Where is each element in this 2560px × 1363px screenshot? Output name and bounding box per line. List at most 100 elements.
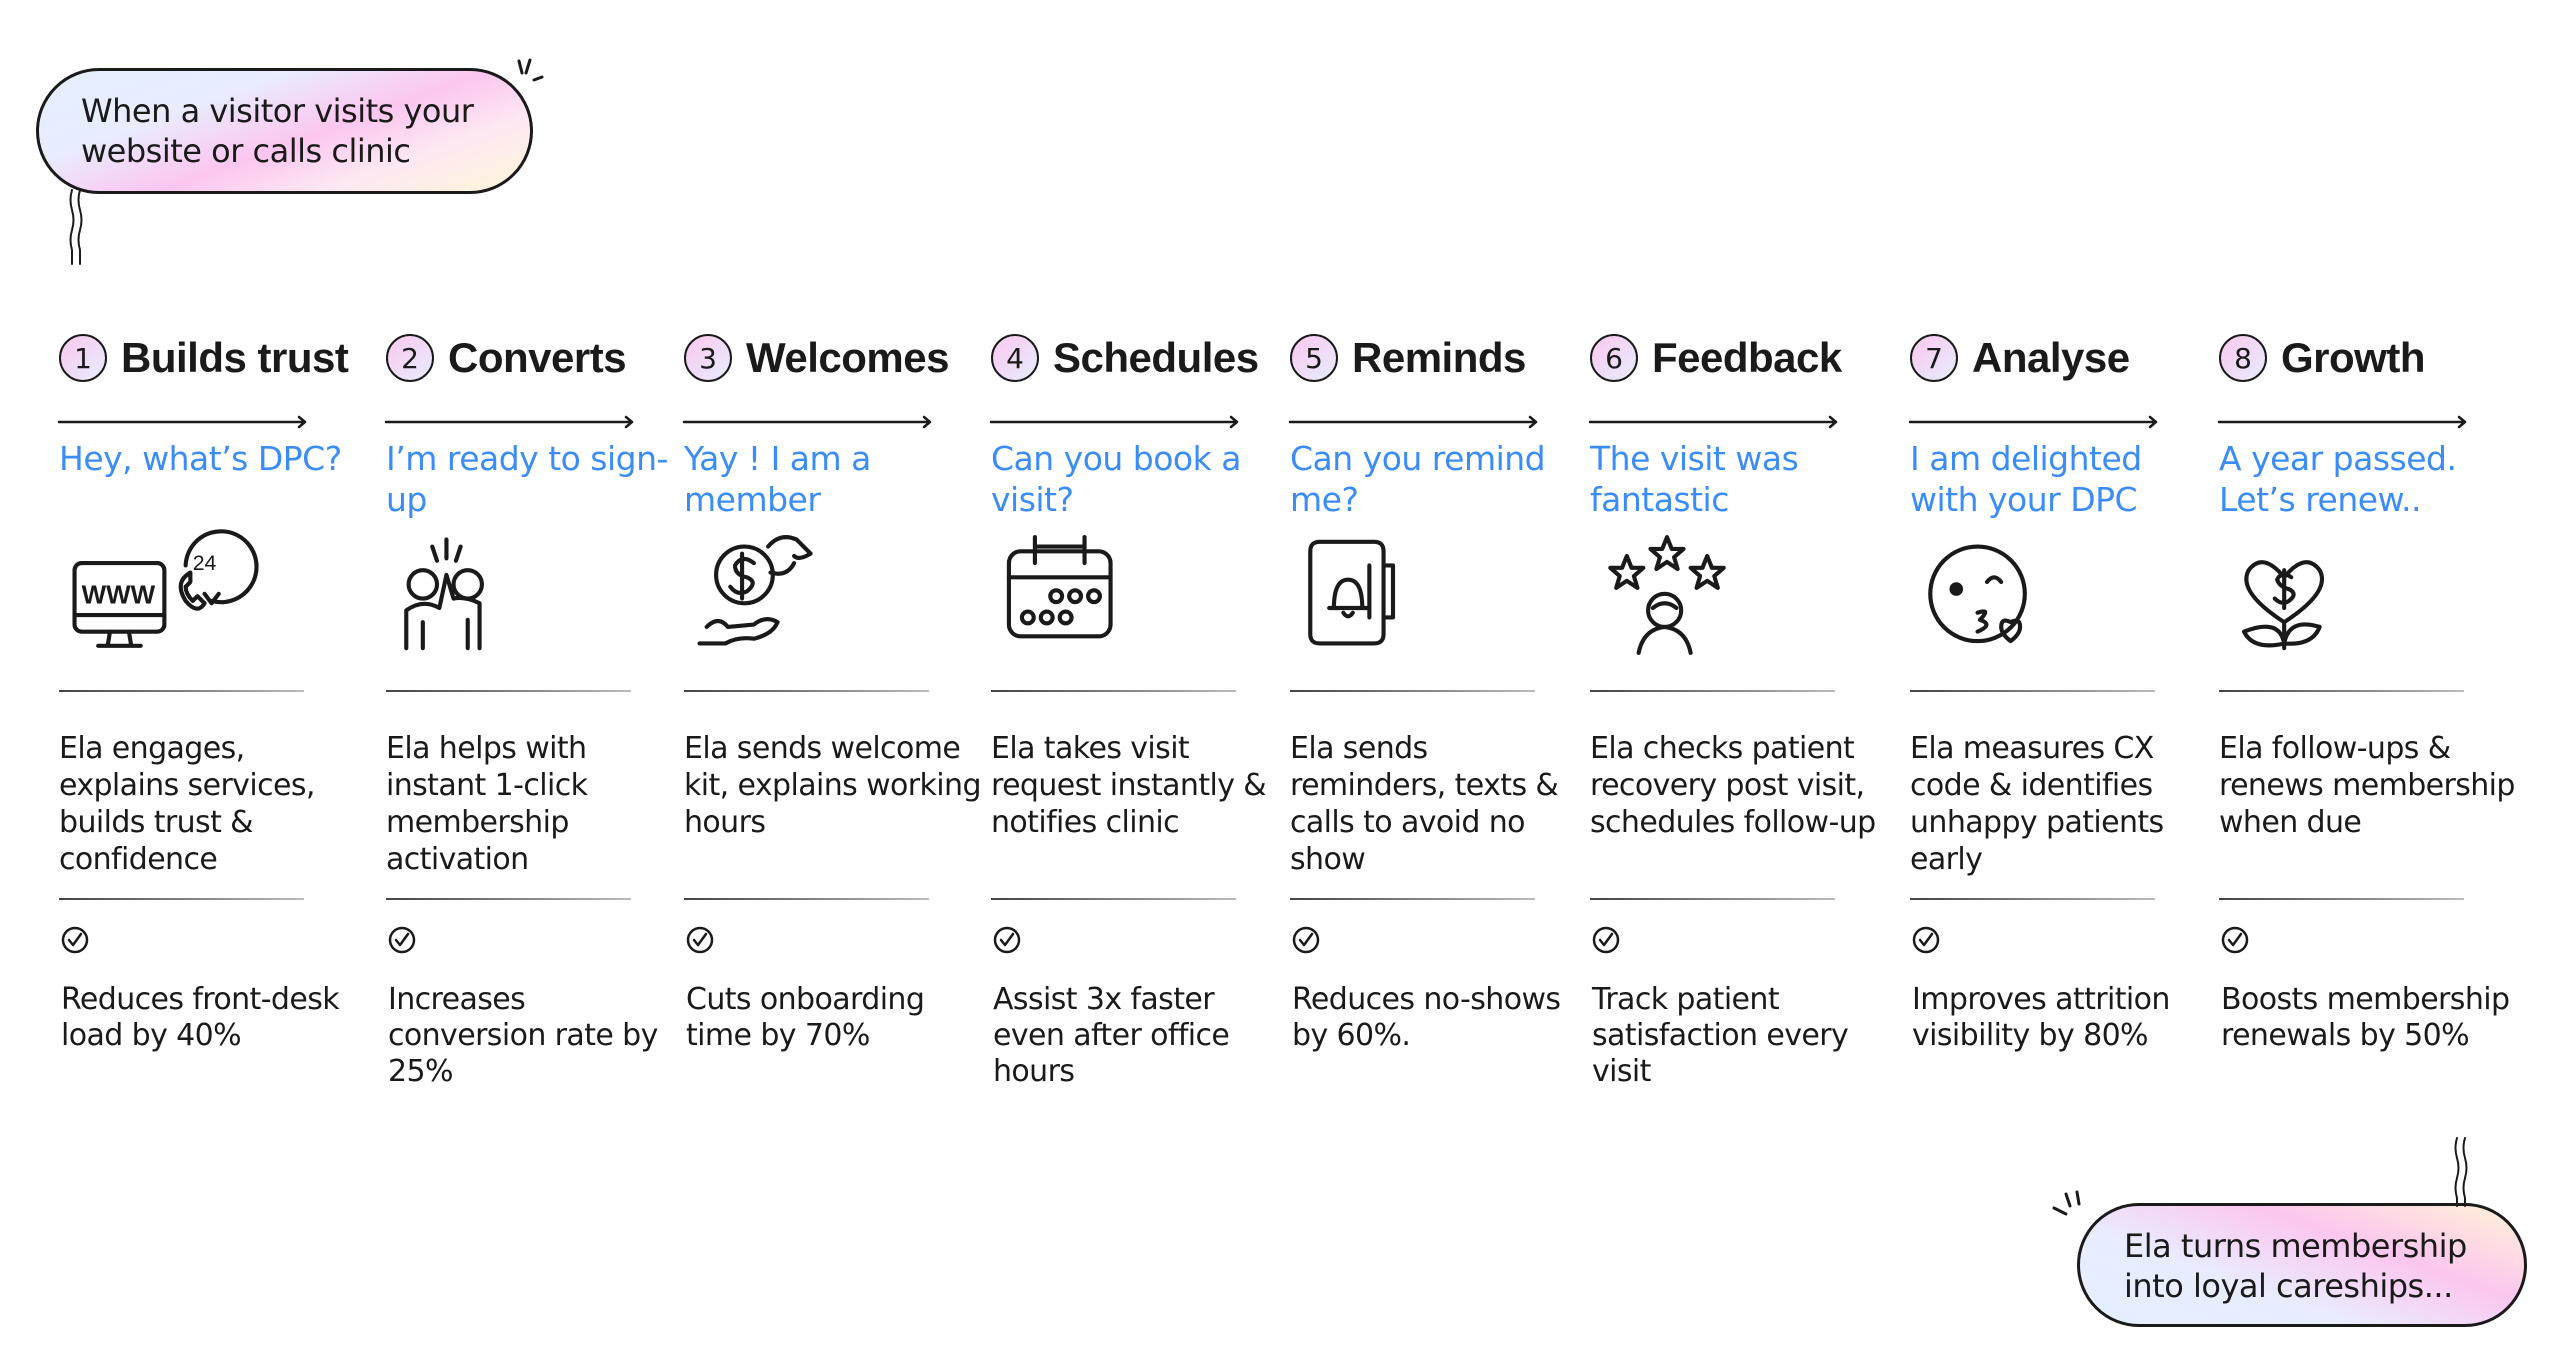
patient-question: Can you book a visit? xyxy=(991,439,1241,519)
step-header: 8 Growth xyxy=(2219,330,2519,386)
svg-text:24: 24 xyxy=(193,551,217,575)
intro-line-2: website or calls clinic xyxy=(81,132,411,170)
divider xyxy=(1290,898,1535,900)
check-circle-icon xyxy=(993,926,1021,954)
arrow-right-icon xyxy=(1288,415,1538,429)
step-description: Ela checks patient recovery post visit, … xyxy=(1590,731,1876,840)
high-five-icon xyxy=(386,530,566,660)
step-benefit: Improves attrition visibility by 80% xyxy=(1912,982,2170,1053)
check-circle-icon xyxy=(1912,926,1940,954)
arrow-right-icon xyxy=(384,415,634,429)
step-header: 4 Schedules xyxy=(991,330,1291,386)
divider xyxy=(1590,898,1835,900)
divider xyxy=(2219,898,2464,900)
arrow-right-icon xyxy=(2217,415,2467,429)
arrow-right-icon xyxy=(1908,415,2158,429)
step-description: Ela sends reminders, texts & calls to av… xyxy=(1290,731,1559,877)
step-number-badge: 4 xyxy=(991,334,1039,382)
journey-step-4: 4 Schedules Can you book a visit? Ela ta… xyxy=(989,330,1291,1089)
step-description: Ela follow-ups & renews membership when … xyxy=(2219,731,2515,840)
step-title: Feedback xyxy=(1652,334,1842,381)
divider xyxy=(59,690,304,692)
patient-question: Yay ! I am a member xyxy=(684,439,871,519)
step-number-badge: 8 xyxy=(2219,334,2267,382)
bell-watch-icon xyxy=(1308,539,1396,646)
arrow-right-icon xyxy=(989,415,1239,429)
check-circle-icon xyxy=(686,926,714,954)
sparkle-icon xyxy=(517,58,544,82)
step-number: 7 xyxy=(1925,341,1943,375)
arrow-right-icon xyxy=(682,415,932,429)
step-number-badge: 5 xyxy=(1290,334,1338,382)
outro-line-1: Ela turns membership xyxy=(2124,1227,2467,1265)
divider xyxy=(991,690,1236,692)
step-description: Ela takes visit request instantly & noti… xyxy=(991,731,1267,840)
kiss-face-icon xyxy=(1910,530,2090,660)
step-header: 3 Welcomes xyxy=(684,330,984,386)
svg-text:WWW: WWW xyxy=(82,579,156,609)
step-benefit: Assist 3x faster even after office hours xyxy=(993,982,1230,1089)
step-description: Ela engages, explains services, builds t… xyxy=(59,731,315,877)
step-benefit: Cuts onboarding time by 70% xyxy=(686,982,925,1053)
journey-step-2: 2 Converts I’m ready to sign-up Ela help… xyxy=(384,330,686,1089)
bubble-string-icon xyxy=(69,189,83,265)
stars-person-icon xyxy=(1590,530,1770,660)
step-benefit: Boosts membership renewals by 50% xyxy=(2221,982,2510,1053)
high-five-icon xyxy=(404,537,484,651)
journey-step-6: 6 Feedback The visit was fantastic Ela c… xyxy=(1588,330,1890,1089)
step-number: 4 xyxy=(1006,341,1024,375)
journey-step-5: 5 Reminds Can you remind me? Ela sends r… xyxy=(1288,330,1590,1053)
step-header: 1 Builds trust xyxy=(59,330,359,386)
arrow-right-icon xyxy=(1588,415,1838,429)
divider xyxy=(1910,898,2155,900)
heart-money-plant-icon xyxy=(2241,560,2325,651)
kiss-face-icon xyxy=(1928,544,2027,644)
step-benefit: Track patient satisfaction every visit xyxy=(1592,982,1849,1089)
patient-question: A year passed. Let’s renew.. xyxy=(2219,439,2457,519)
journey-step-7: 7 Analyse I am delighted with your DPC E… xyxy=(1908,330,2210,1053)
divider xyxy=(684,690,929,692)
stars-person-icon xyxy=(1608,535,1726,655)
sparkle-icon xyxy=(2052,1190,2081,1216)
step-number: 2 xyxy=(401,341,419,375)
step-header: 2 Converts xyxy=(386,330,686,386)
step-number: 8 xyxy=(2234,341,2252,375)
intro-speech-bubble: When a visitor visits your website or ca… xyxy=(36,68,533,194)
step-benefit: Increases conversion rate by 25% xyxy=(388,982,658,1089)
step-title: Reminds xyxy=(1352,334,1526,381)
step-number-badge: 6 xyxy=(1590,334,1638,382)
step-title: Welcomes xyxy=(746,334,950,381)
step-header: 5 Reminds xyxy=(1290,330,1590,386)
divider xyxy=(386,690,631,692)
divider xyxy=(2219,690,2464,692)
check-circle-icon xyxy=(1292,926,1320,954)
patient-question: Can you remind me? xyxy=(1290,439,1546,519)
website-and-24h-phone-icon: WWW 24 xyxy=(72,529,259,648)
check-circle-icon xyxy=(388,926,416,954)
step-title: Builds trust xyxy=(121,334,349,381)
step-description: Ela helps with instant 1-click membershi… xyxy=(386,731,588,877)
patient-question: The visit was fantastic xyxy=(1590,439,1799,519)
step-title: Schedules xyxy=(1053,334,1259,381)
step-number-badge: 1 xyxy=(59,334,107,382)
journey-step-8: 8 Growth A year passed. Let’s renew.. El… xyxy=(2217,330,2519,1053)
patient-question: Hey, what’s DPC? xyxy=(59,439,342,478)
outro-line-2: into loyal careships... xyxy=(2124,1267,2453,1305)
patient-question: I am delighted with your DPC xyxy=(1910,439,2142,519)
step-number-badge: 3 xyxy=(684,334,732,382)
patient-question: I’m ready to sign-up xyxy=(386,439,668,519)
divider xyxy=(1910,690,2155,692)
divider xyxy=(1290,690,1535,692)
step-title: Converts xyxy=(448,334,627,381)
calendar-icon xyxy=(991,530,1171,660)
check-circle-icon xyxy=(1592,926,1620,954)
step-header: 6 Feedback xyxy=(1590,330,1890,386)
calendar-icon xyxy=(1006,535,1113,639)
divider xyxy=(386,898,631,900)
step-header: 7 Analyse xyxy=(1910,330,2210,386)
step-benefit: Reduces no-shows by 60%. xyxy=(1292,982,1561,1053)
step-benefit: Reduces front-desk load by 40% xyxy=(61,982,340,1053)
check-circle-icon xyxy=(61,926,89,954)
intro-line-1: When a visitor visits your xyxy=(81,92,474,130)
step-number: 1 xyxy=(74,341,92,375)
